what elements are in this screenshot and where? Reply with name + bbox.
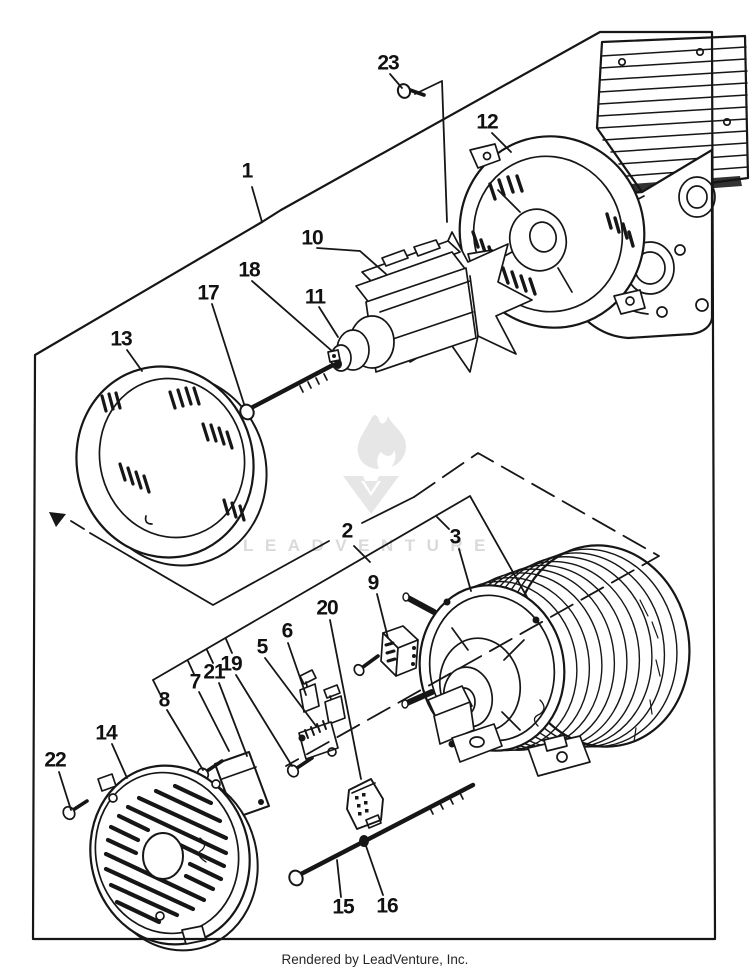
terminal-screw-part-9: [353, 654, 380, 677]
callout-label-11: 11: [304, 285, 326, 309]
brush-set-part-6: [299, 669, 346, 725]
mounting-screw-part-19: [286, 756, 314, 778]
footer-credit: Rendered by LeadVenture, Inc.: [281, 952, 469, 967]
through-bolt-part-15: [288, 782, 476, 887]
switch-part-5: [298, 720, 339, 760]
through-bolt-part-17: [239, 362, 336, 421]
callout-label-19: 19: [220, 652, 242, 676]
callout-label-23: 23: [377, 51, 399, 75]
stator-front-housing-part-3: [401, 584, 591, 777]
callout-label-9: 9: [367, 571, 380, 595]
callout-label-5: 5: [256, 635, 269, 659]
callout-leader-lines: [31, 30, 717, 941]
callout-label-21: 21: [203, 660, 225, 684]
callout-label-13: 13: [110, 327, 132, 351]
callout-label-14: 14: [95, 721, 117, 745]
callout-label-17: 17: [197, 281, 219, 305]
callout-label-7: 7: [189, 670, 202, 694]
callout-label-16: 16: [376, 894, 398, 918]
callout-label-10: 10: [301, 226, 323, 250]
end-cover-part-14: [89, 764, 259, 952]
watermark-text: LEADVENTURE: [243, 536, 498, 555]
callout-label-22: 22: [44, 748, 66, 772]
callout-label-20: 20: [316, 596, 338, 620]
washer-part-16: [359, 835, 369, 847]
callout-label-18: 18: [238, 258, 260, 282]
callout-label-3: 3: [449, 525, 462, 549]
rotor-collar-part-11: [330, 315, 395, 372]
callout-label-1: 1: [241, 159, 254, 183]
callout-label-8: 8: [158, 688, 171, 712]
callout-label-15: 15: [332, 895, 354, 919]
connector-part-20: [346, 778, 384, 830]
callout-label-12: 12: [476, 110, 498, 134]
callout-label-2: 2: [341, 519, 354, 543]
shaft-nut-part-18: [327, 349, 341, 363]
callout-label-6: 6: [281, 619, 294, 643]
rear-housing-part-12: [458, 135, 646, 329]
terminal-block-part-9: [380, 625, 419, 677]
cover-screw-part-22: [62, 799, 89, 821]
stator-band-part-13: [75, 365, 268, 567]
